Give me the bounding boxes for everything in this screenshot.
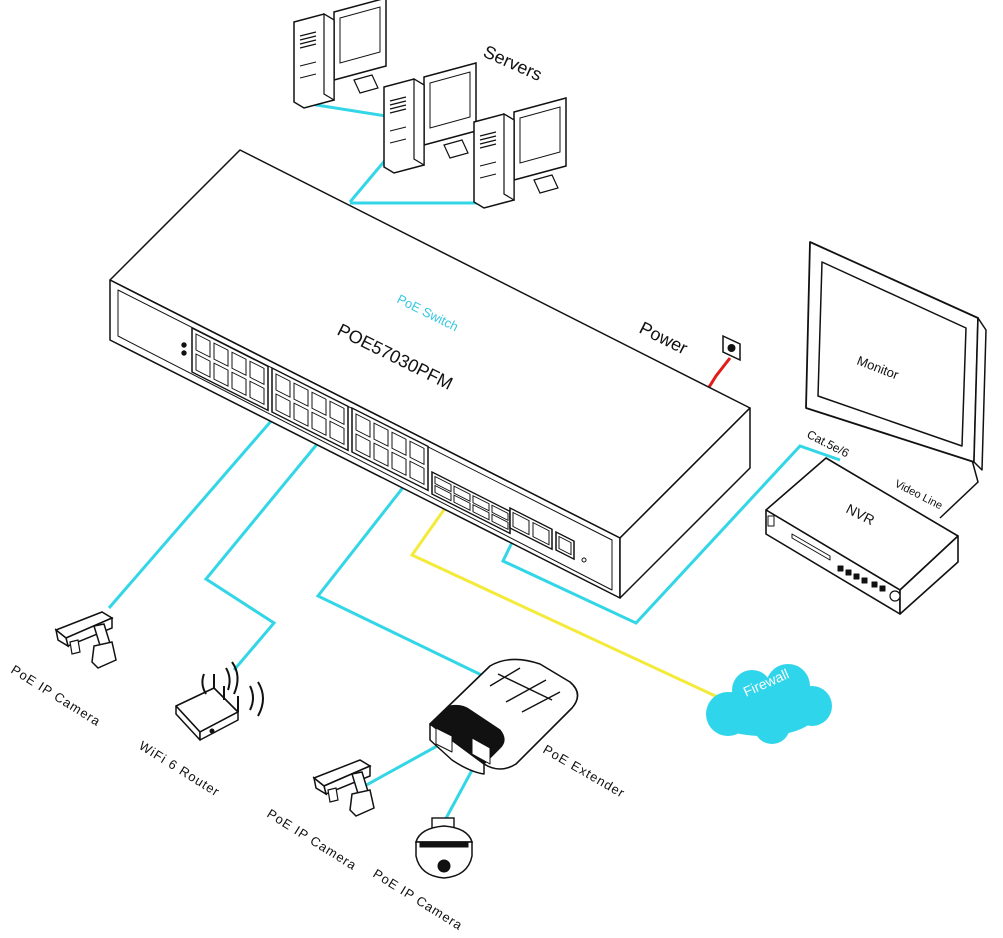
camera-mid-label: PoE IP Camera <box>264 806 359 873</box>
port-block-1 <box>191 326 269 412</box>
extender-cable <box>315 475 499 685</box>
server-icon <box>473 97 567 209</box>
bullet-camera-icon <box>313 759 375 817</box>
video-line <box>939 459 979 519</box>
poe-extender-label: PoE Extender <box>541 742 628 801</box>
wifi-router-icon <box>175 661 264 741</box>
nvr-cable <box>500 444 841 625</box>
servers-label: Servers <box>480 41 545 84</box>
power-socket-icon <box>722 334 741 362</box>
server-icon <box>383 62 477 174</box>
port-block-2 <box>271 366 349 452</box>
power-label: Power <box>636 318 691 359</box>
extender-camera-cable <box>360 738 449 790</box>
poe-extender-icon <box>429 658 579 775</box>
uplink-cable <box>409 496 740 709</box>
bullet-camera-icon <box>55 611 117 669</box>
cloud-icon <box>706 664 832 744</box>
camera-left-label: PoE IP Camera <box>8 662 103 729</box>
monitor-icon <box>805 241 987 471</box>
uplink-ports <box>509 506 553 551</box>
camera-cable <box>107 404 287 609</box>
nvr-icon <box>765 457 959 615</box>
server-icon <box>293 0 387 109</box>
port-block-3 <box>351 406 429 492</box>
console-port <box>555 530 575 561</box>
dome-camera-icon <box>415 817 473 879</box>
router-cable <box>203 431 329 671</box>
wifi-router-label: WiFi 6 Router <box>136 738 222 800</box>
